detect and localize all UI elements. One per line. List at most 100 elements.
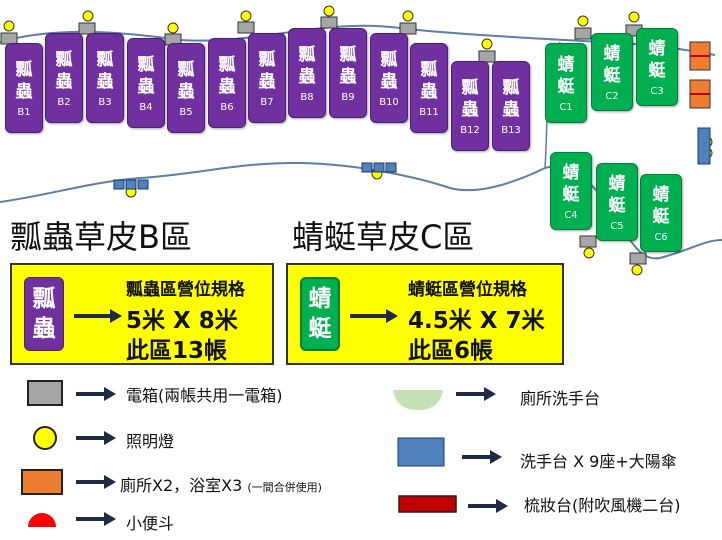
arrow-icon xyxy=(76,387,116,401)
campsite-b7[interactable]: 瓢 蟲 B7 xyxy=(248,33,286,123)
campsite-b3[interactable]: 瓢 蟲 B3 xyxy=(86,33,124,123)
site-char: 蟲 xyxy=(55,71,73,92)
campsite-c1[interactable]: 蜻 蜓 C1 xyxy=(545,43,587,123)
badge-char: 蟲 xyxy=(32,316,56,342)
campsite-b10[interactable]: 瓢 蟲 B10 xyxy=(370,33,408,123)
light-icon xyxy=(628,11,640,23)
legend-toilet-label: 廁所X2，浴室X3 (一間合併使用) xyxy=(120,472,322,496)
site-char: 蟲 xyxy=(137,76,155,97)
campsite-b4[interactable]: 瓢 蟲 B4 xyxy=(127,38,165,128)
site-code: C1 xyxy=(559,101,573,113)
campsite-b1[interactable]: 瓢 蟲 B1 xyxy=(5,43,43,133)
badge-char: 瓢 xyxy=(32,286,56,312)
site-code: B11 xyxy=(419,106,439,118)
site-char: 蟲 xyxy=(339,66,357,87)
site-char: 蟲 xyxy=(380,71,398,92)
power-box-icon xyxy=(579,235,597,248)
campsite-c3[interactable]: 蜻 蜓 C3 xyxy=(636,28,678,106)
wash-station-icon xyxy=(361,162,373,173)
site-char: 蜓 xyxy=(603,65,621,86)
power-box-icon xyxy=(320,16,338,29)
site-char: 瓢 xyxy=(96,49,114,70)
site-char: 蜓 xyxy=(652,206,670,227)
toilet-icon xyxy=(21,469,63,495)
campsite-c2[interactable]: 蜻 蜓 C2 xyxy=(591,33,633,111)
site-char: 蜻 xyxy=(648,38,666,59)
light-icon xyxy=(3,20,15,32)
zone-b-heading: 瓢蟲草皮B區 xyxy=(10,218,192,256)
site-char: 瓢 xyxy=(137,54,155,75)
campsite-b13[interactable]: 瓢 蟲 B13 xyxy=(492,61,530,151)
site-char: 蜻 xyxy=(557,54,575,75)
site-code: C2 xyxy=(605,90,619,102)
site-char: 蟲 xyxy=(461,99,479,120)
light-icon xyxy=(167,22,179,34)
wash-station-icon xyxy=(373,162,385,173)
site-char: 蟲 xyxy=(218,76,236,97)
site-char: 蟲 xyxy=(96,71,114,92)
campsite-b6[interactable]: 瓢 蟲 B6 xyxy=(208,38,246,128)
site-char: 瓢 xyxy=(177,59,195,80)
wash-station-icon xyxy=(113,179,125,190)
site-char: 蟲 xyxy=(258,71,276,92)
arrow-icon xyxy=(76,475,116,489)
site-char: 蜓 xyxy=(562,184,580,205)
campsite-b8[interactable]: 瓢 蟲 B8 xyxy=(288,28,326,118)
legend-urinal-label: 小便斗 xyxy=(126,514,175,533)
site-code: B10 xyxy=(379,96,399,108)
campsite-c5[interactable]: 蜻 蜓 C5 xyxy=(596,163,638,241)
site-char: 蟲 xyxy=(177,81,195,102)
site-code: C5 xyxy=(610,220,624,232)
site-char: 瓢 xyxy=(298,44,316,65)
zone-c-badge: 蜻 蜓 xyxy=(300,277,340,351)
light-icon xyxy=(323,5,335,17)
arrow-icon xyxy=(468,499,508,513)
campsite-c4[interactable]: 蜻 蜓 C4 xyxy=(550,152,592,230)
power-box-icon xyxy=(629,252,647,265)
zone-c-heading: 蜻蜓草皮C區 xyxy=(292,218,475,256)
site-code: B2 xyxy=(57,96,71,108)
badge-char: 蜓 xyxy=(308,316,332,342)
legend-power-box-label: 電箱(兩帳共用一電箱) xyxy=(126,386,283,405)
wash-station-icon xyxy=(137,179,149,190)
site-code: B1 xyxy=(17,106,31,118)
light-icon xyxy=(82,10,94,22)
legend-sink-label: 廁所洗手台 xyxy=(520,389,601,408)
site-char: 蜻 xyxy=(562,162,580,183)
site-code: B4 xyxy=(139,101,153,113)
site-code: B8 xyxy=(300,91,314,103)
site-char: 蟲 xyxy=(420,81,438,102)
light-icon xyxy=(577,15,589,27)
site-char: 蜓 xyxy=(608,195,626,216)
urinal-icon xyxy=(28,513,56,527)
wash-station-icon xyxy=(397,437,445,467)
wash-station-icon xyxy=(125,179,137,190)
legend-symbols xyxy=(21,380,508,527)
sink-icon xyxy=(393,390,443,410)
site-char: 蟲 xyxy=(298,66,316,87)
power-box-icon xyxy=(237,21,255,34)
campsite-b9[interactable]: 瓢 蟲 B9 xyxy=(329,28,367,118)
site-code: B12 xyxy=(460,124,480,136)
campsite-b12[interactable]: 瓢 蟲 B12 xyxy=(451,61,489,151)
site-char: 蜻 xyxy=(608,173,626,194)
site-code: C3 xyxy=(650,85,664,97)
site-char: 瓢 xyxy=(420,59,438,80)
site-code: B5 xyxy=(179,106,193,118)
campsite-b5[interactable]: 瓢 蟲 B5 xyxy=(167,43,205,133)
zone-b-spec-size: 5米 X 8米 xyxy=(126,308,238,334)
site-char: 蜓 xyxy=(648,60,666,81)
site-char: 瓢 xyxy=(339,44,357,65)
campsite-b2[interactable]: 瓢 蟲 B2 xyxy=(45,33,83,123)
zone-c-spec-title: 蜻蜓區營位規格 xyxy=(408,280,527,300)
site-char: 蜓 xyxy=(557,76,575,97)
site-code: B13 xyxy=(501,124,521,136)
site-code: C6 xyxy=(654,231,668,243)
zone-b-badge: 瓢 蟲 xyxy=(24,277,64,351)
power-box-icon xyxy=(27,380,63,406)
campsite-c6[interactable]: 蜻 蜓 C6 xyxy=(640,174,682,252)
zone-b-info-box: 瓢 蟲 瓢蟲區營位規格 5米 X 8米 此區13帳 xyxy=(10,263,274,365)
site-char: 瓢 xyxy=(380,49,398,70)
site-char: 瓢 xyxy=(502,77,520,98)
campsite-b11[interactable]: 瓢 蟲 B11 xyxy=(410,43,448,133)
